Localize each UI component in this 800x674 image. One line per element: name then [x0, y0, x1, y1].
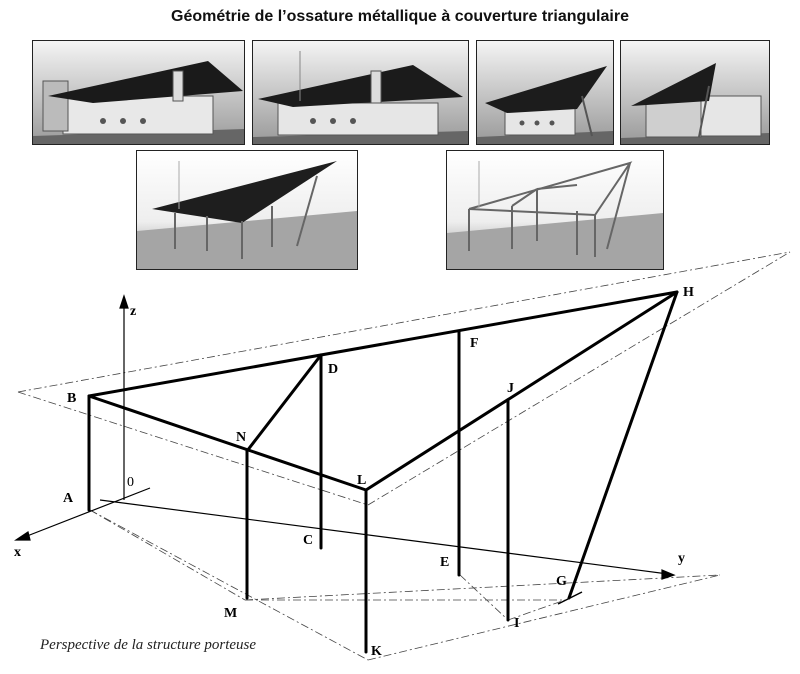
point-label-I: I [514, 616, 519, 631]
point-label-A: A [63, 491, 74, 506]
figure-title: Géométrie de l’ossature métallique à cou… [171, 8, 629, 25]
point-label-L: L [357, 473, 366, 488]
point-label-E: E [440, 555, 449, 570]
x-axis [21, 487, 151, 539]
thumb-house-3 [476, 40, 614, 145]
figure-caption: Perspective de la structure porteuse [40, 637, 257, 653]
thumb-house-1 [32, 40, 245, 145]
strut-ND [245, 353, 323, 453]
axis-label-x: x [14, 545, 21, 560]
y-axis [99, 499, 669, 575]
column-HG [567, 290, 679, 600]
point-label-D: D [328, 362, 338, 377]
point-label-G: G [556, 574, 567, 589]
thumb-house-2 [252, 40, 469, 145]
thumb-house-4 [620, 40, 770, 145]
point-label-C: C [303, 533, 313, 548]
point-label-J: J [507, 381, 514, 396]
y-axis-arrow [661, 569, 676, 580]
axes [14, 294, 676, 580]
beam-LH [364, 290, 679, 492]
axis-label-y: y [678, 551, 685, 566]
x-axis-arrow [14, 531, 31, 541]
ground-mark-G [557, 591, 583, 605]
thumb-roof-frame [446, 150, 664, 270]
axis-label-origin: 0 [127, 475, 134, 490]
point-label-H: H [683, 285, 694, 300]
point-label-K: K [371, 644, 382, 659]
z-axis-arrow [119, 294, 129, 309]
steel-frame [87, 290, 679, 654]
axis-label-z: z [130, 304, 136, 319]
thumb-roof-solid [136, 150, 358, 270]
beam-BH [87, 290, 679, 398]
point-label-F: F [470, 336, 479, 351]
point-label-M: M [224, 606, 237, 621]
point-label-B: B [67, 391, 76, 406]
point-label-N: N [236, 430, 246, 445]
construction-guides [17, 251, 791, 661]
